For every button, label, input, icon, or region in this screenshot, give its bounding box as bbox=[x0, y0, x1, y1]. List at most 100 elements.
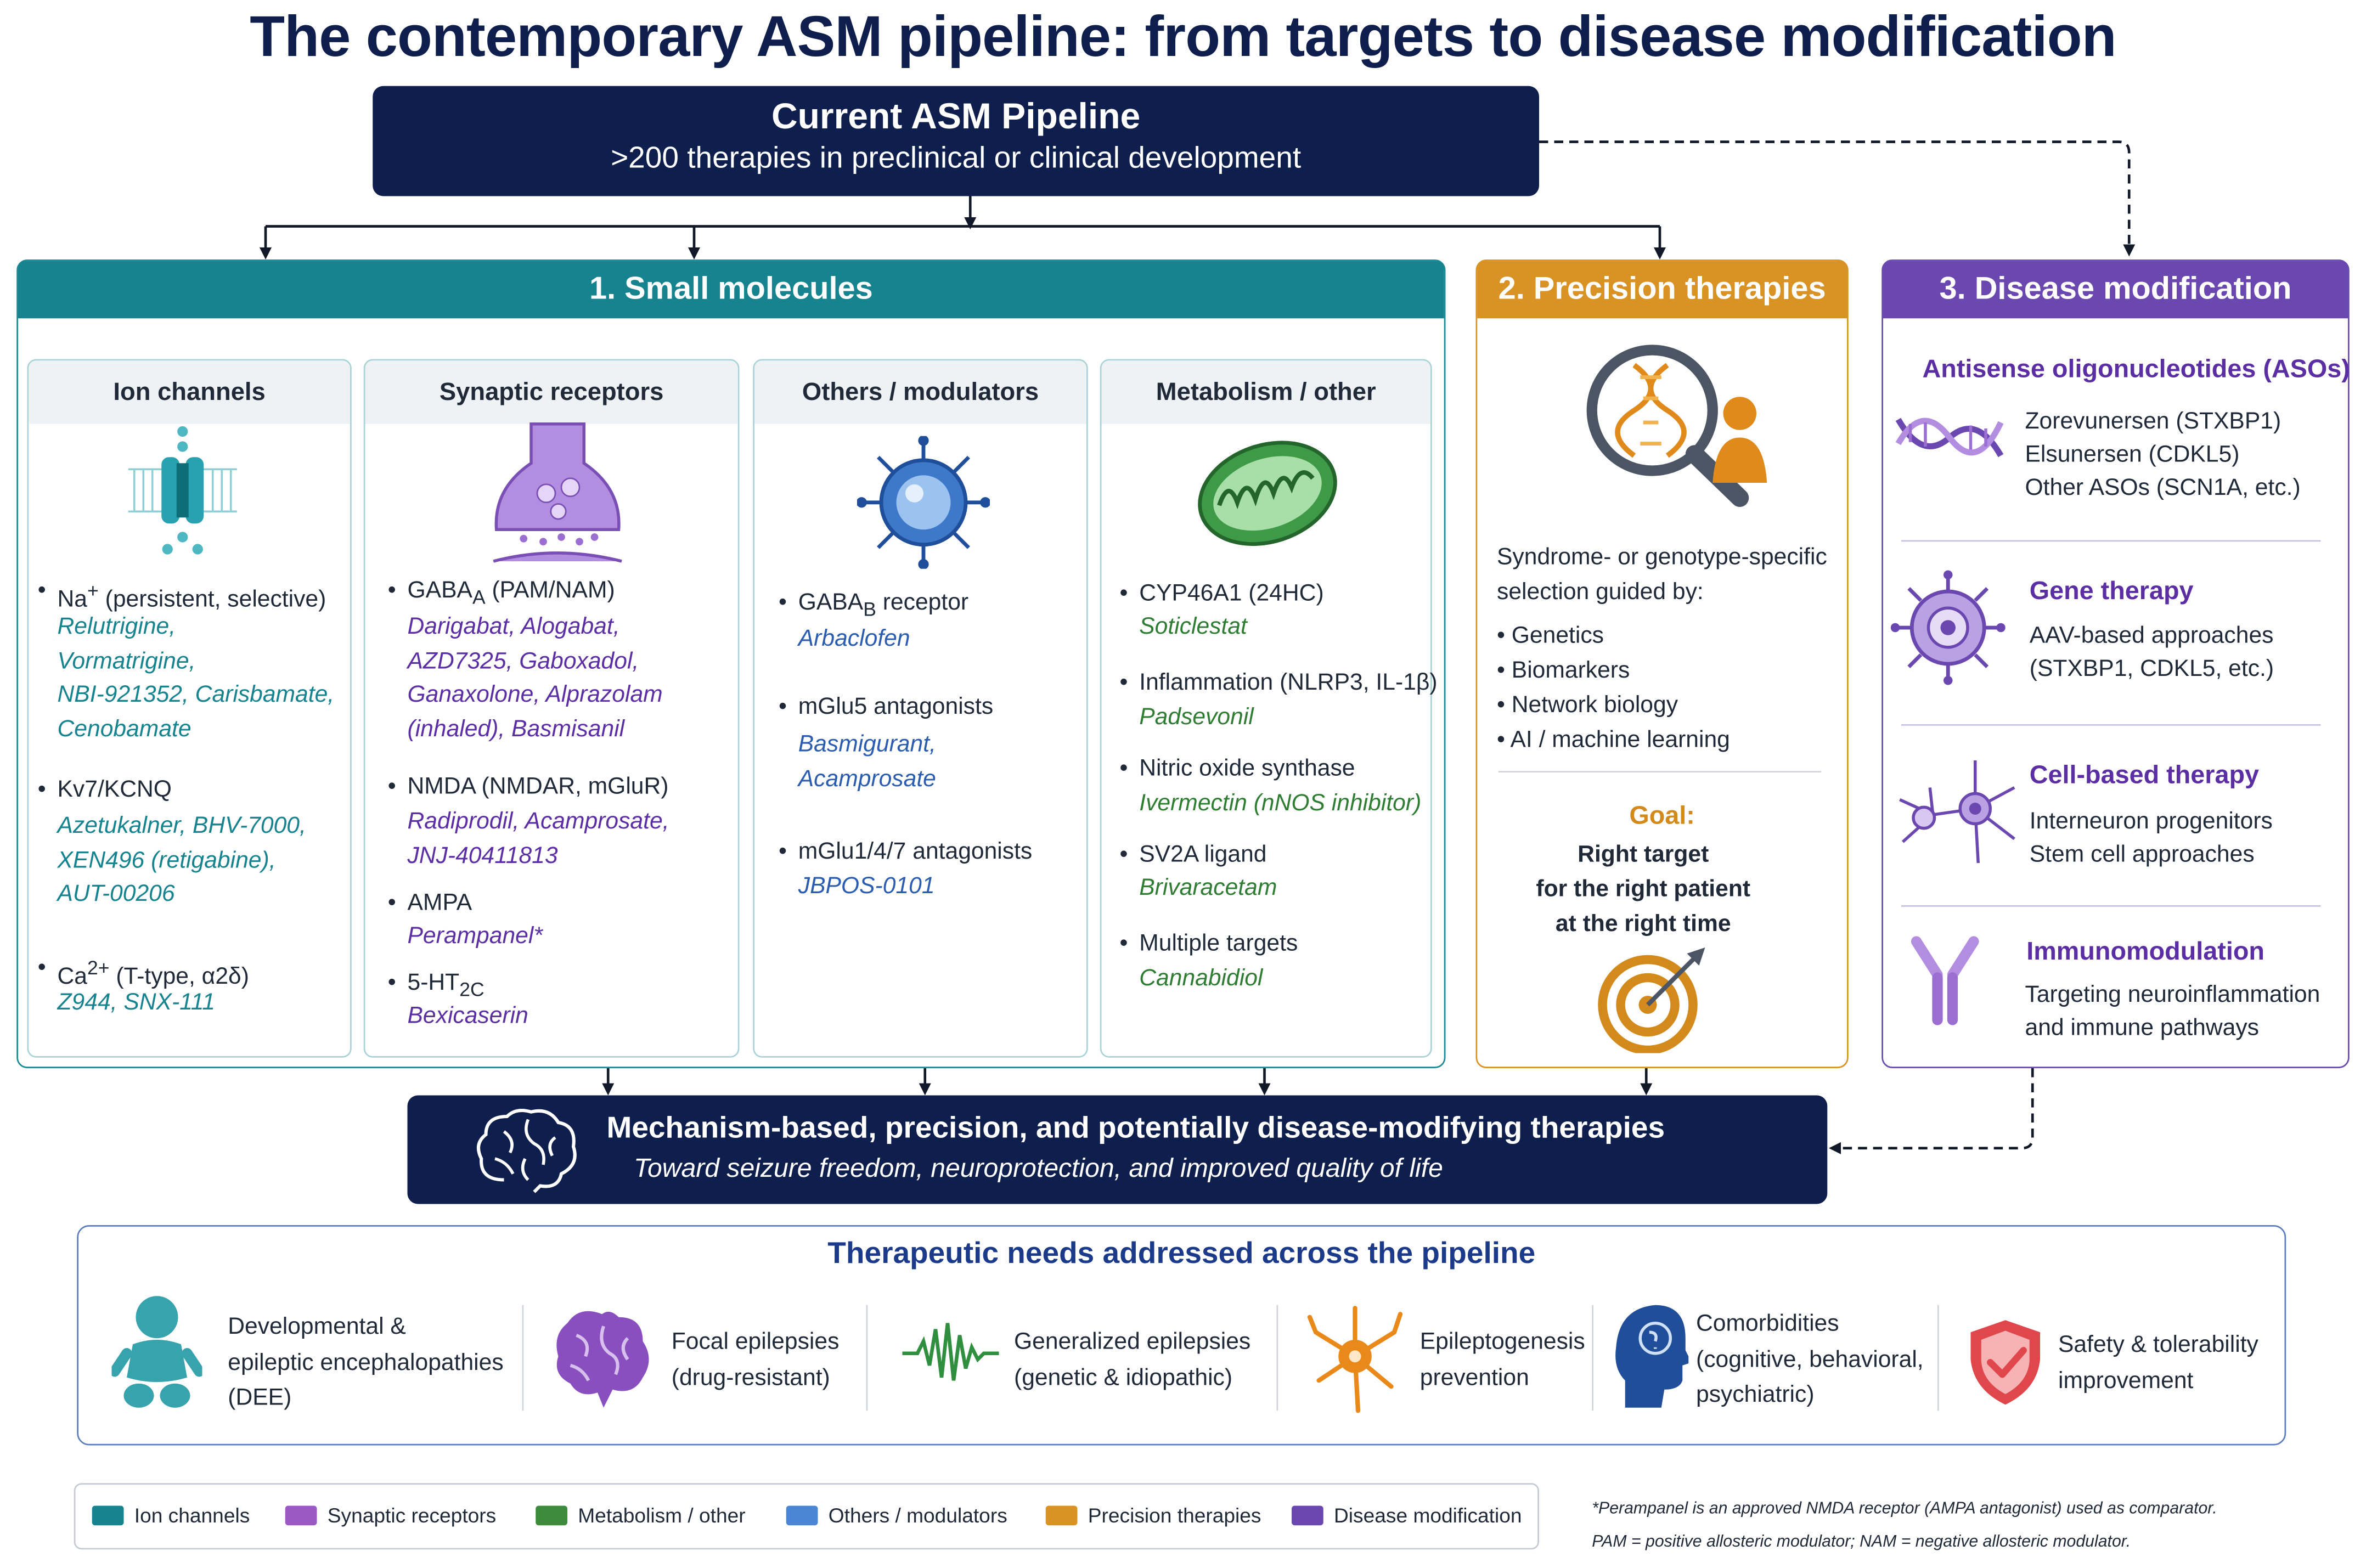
pipeline-box-title: Current ASM Pipeline bbox=[771, 97, 1141, 138]
nos-label: •Nitric oxide synthase bbox=[1119, 755, 1355, 782]
nmda-label: •NMDA (NMDAR, mGluR) bbox=[387, 774, 669, 800]
ca-channel-label: •Ca2+ (T-type, α2δ) bbox=[37, 955, 249, 990]
na-channel-drugs: Relutrigine, Vormatrigine, NBI-921352, C… bbox=[57, 614, 335, 742]
mglu5-label: •mGlu5 antagonists bbox=[779, 694, 994, 720]
legend-label-others: Others / modulators bbox=[828, 1504, 1007, 1527]
others-modulators-header: Others / modulators bbox=[754, 360, 1086, 424]
legend-swatch-ion-channels bbox=[92, 1505, 124, 1526]
cell-therapy-title: Cell-based therapy bbox=[2029, 760, 2260, 789]
mglu147-label: •mGlu1/4/7 antagonists bbox=[779, 839, 1033, 865]
neuron-cells-icon bbox=[1899, 760, 2015, 864]
legend-label-precision: Precision therapies bbox=[1088, 1504, 1261, 1527]
metabolism-other-header: Metabolism / other bbox=[1101, 360, 1430, 424]
na-channel-label: •Na+ (persistent, selective) bbox=[37, 578, 326, 613]
banner-title: Mechanism-based, precision, and potentia… bbox=[606, 1112, 1665, 1146]
receptor-cell-icon bbox=[857, 436, 990, 569]
need-divider-1 bbox=[522, 1305, 524, 1411]
need-dee: Developmental &epileptic encephalopathie… bbox=[228, 1314, 504, 1411]
ca-channel-drugs: Z944, SNX-111 bbox=[57, 990, 216, 1016]
dna-magnifier-icon bbox=[1586, 345, 1767, 507]
footnote-abbreviations: PAM = positive allosteric modulator; NAM… bbox=[1592, 1533, 2131, 1551]
brain-outline-icon bbox=[476, 1109, 577, 1193]
precision-bullet-genetics: • Genetics bbox=[1497, 623, 1604, 649]
kv7-drugs: Azetukalner, BHV-7000, XEN496 (retigabin… bbox=[57, 813, 306, 907]
legend-label-synaptic-receptors: Synaptic receptors bbox=[327, 1504, 497, 1527]
metabolism-other-column: Metabolism / other bbox=[1100, 359, 1432, 1058]
immunomodulation-title: Immunomodulation bbox=[2026, 937, 2264, 966]
ion-channel-icon bbox=[128, 426, 237, 555]
need-divider-4 bbox=[1592, 1305, 1593, 1411]
5ht2c-label: •5-HT2C bbox=[387, 970, 485, 1001]
gene-therapy-title: Gene therapy bbox=[2029, 576, 2194, 605]
nos-drugs: Ivermectin (nNOS inhibitor) bbox=[1139, 791, 1422, 816]
gabab-drugs: Arbaclofen bbox=[798, 626, 910, 652]
pipeline-box-subtitle: >200 therapies in preclinical or clinica… bbox=[611, 142, 1302, 176]
ampa-drugs: Perampanel* bbox=[407, 923, 543, 949]
brain-icon bbox=[556, 1311, 649, 1408]
small-molecules-header: 1. Small molecules bbox=[18, 261, 1444, 319]
need-generalized: Generalized epilepsies(genetic & idiopat… bbox=[1014, 1329, 1251, 1391]
sv2a-drugs: Brivaracetam bbox=[1139, 875, 1277, 901]
cyp46a1-label: •CYP46A1 (24HC) bbox=[1119, 580, 1324, 607]
pipeline-summary-box: Current ASM Pipeline >200 therapies in p… bbox=[373, 86, 1539, 196]
immunomodulation-list: Targeting neuroinflammation and immune p… bbox=[2025, 982, 2320, 1041]
others-modulators-column: Others / modulators bbox=[753, 359, 1088, 1058]
aso-title: Antisense oligonucleotides (ASOs) bbox=[1922, 354, 2350, 383]
aso-list: Zorevunersen (STXBP1) Elsunersen (CDKL5)… bbox=[2025, 409, 2301, 501]
gabaa-label: •GABAA (PAM/NAM) bbox=[387, 578, 615, 608]
legend-swatch-others bbox=[786, 1505, 818, 1526]
dm-divider-3 bbox=[1901, 905, 2321, 907]
mglu5-drugs: Basmigurant, Acamprosate bbox=[798, 731, 936, 792]
nmda-drugs: Radiprodil, Acamprosate, JNJ-40411813 bbox=[407, 809, 669, 868]
gabab-label: •GABAB receptor bbox=[779, 590, 969, 621]
banner-subtitle: Toward seizure freedom, neuroprotection,… bbox=[634, 1153, 1443, 1183]
precision-bullets: • Genetics • Biomarkers • Network biolog… bbox=[1497, 619, 1730, 758]
gabaa-drugs: Darigabat, Alogabat, AZD7325, Gaboxadol,… bbox=[407, 614, 663, 742]
footnote-perampanel: *Perampanel is an approved NMDA receptor… bbox=[1592, 1499, 2217, 1518]
shield-check-icon bbox=[1970, 1320, 2040, 1405]
mitochondrion-icon bbox=[1198, 441, 1337, 546]
disease-modification-header: 3. Disease modification bbox=[1883, 261, 2348, 319]
therapeutic-needs-panel: Therapeutic needs addressed across the p… bbox=[77, 1225, 2286, 1446]
mglu147-drugs: JBPOS-0101 bbox=[798, 873, 935, 899]
head-profile-icon bbox=[1615, 1305, 1689, 1408]
need-divider-2 bbox=[866, 1305, 868, 1411]
kv7-label: •Kv7/KCNQ bbox=[37, 777, 172, 803]
synaptic-receptors-column: Synaptic receptors bbox=[363, 359, 740, 1058]
ion-channels-column: Ion channels bbox=[27, 359, 352, 1058]
synapse-icon bbox=[493, 422, 622, 563]
target-icon bbox=[1598, 947, 1705, 1053]
legend-swatch-disease-mod bbox=[1292, 1505, 1323, 1526]
need-divider-3 bbox=[1276, 1305, 1278, 1411]
precision-intro: Syndrome- or genotype-specific selection… bbox=[1497, 544, 1827, 605]
precision-bullet-network: • Network biology bbox=[1497, 692, 1678, 718]
multiple-targets-drugs: Cannabidiol bbox=[1139, 966, 1263, 991]
legend-swatch-synaptic-receptors bbox=[285, 1505, 317, 1526]
precision-divider bbox=[1498, 771, 1822, 772]
dna-helix-icon bbox=[1895, 418, 2004, 458]
legend-swatch-metabolism bbox=[536, 1505, 567, 1526]
virus-icon bbox=[1890, 570, 2006, 685]
dm-divider-2 bbox=[1901, 724, 2321, 726]
precision-bullet-ai: • AI / machine learning bbox=[1497, 727, 1730, 753]
precision-therapies-panel: 2. Precision therapies bbox=[1475, 260, 1849, 1068]
cell-therapy-list: Interneuron progenitors Stem cell approa… bbox=[2029, 809, 2273, 868]
dm-divider-1 bbox=[1901, 540, 2321, 542]
goal-statement: Right target for the right patient at th… bbox=[1536, 842, 1751, 937]
precision-therapies-header: 2. Precision therapies bbox=[1477, 261, 1847, 319]
inflammation-label: •Inflammation (NLRP3, IL-1β) bbox=[1119, 670, 1438, 696]
need-divider-5 bbox=[1937, 1305, 1939, 1411]
baby-icon bbox=[111, 1296, 202, 1408]
legend-label-ion-channels: Ion channels bbox=[134, 1504, 250, 1527]
disease-modification-panel: 3. Disease modification bbox=[1881, 260, 2350, 1068]
precision-bullet-biomarkers: • Biomarkers bbox=[1497, 658, 1630, 684]
cyp46a1-drugs: Soticlestat bbox=[1139, 614, 1247, 640]
page-title: The contemporary ASM pipeline: from targ… bbox=[250, 6, 2116, 70]
legend-swatch-precision bbox=[1045, 1505, 1078, 1526]
goal-label: Goal: bbox=[1629, 801, 1695, 830]
need-focal: Focal epilepsies(drug-resistant) bbox=[671, 1329, 840, 1391]
synaptic-receptors-header: Synaptic receptors bbox=[365, 360, 738, 424]
need-comorbidities: Comorbidities(cognitive, behavioral,psyc… bbox=[1696, 1311, 1924, 1408]
